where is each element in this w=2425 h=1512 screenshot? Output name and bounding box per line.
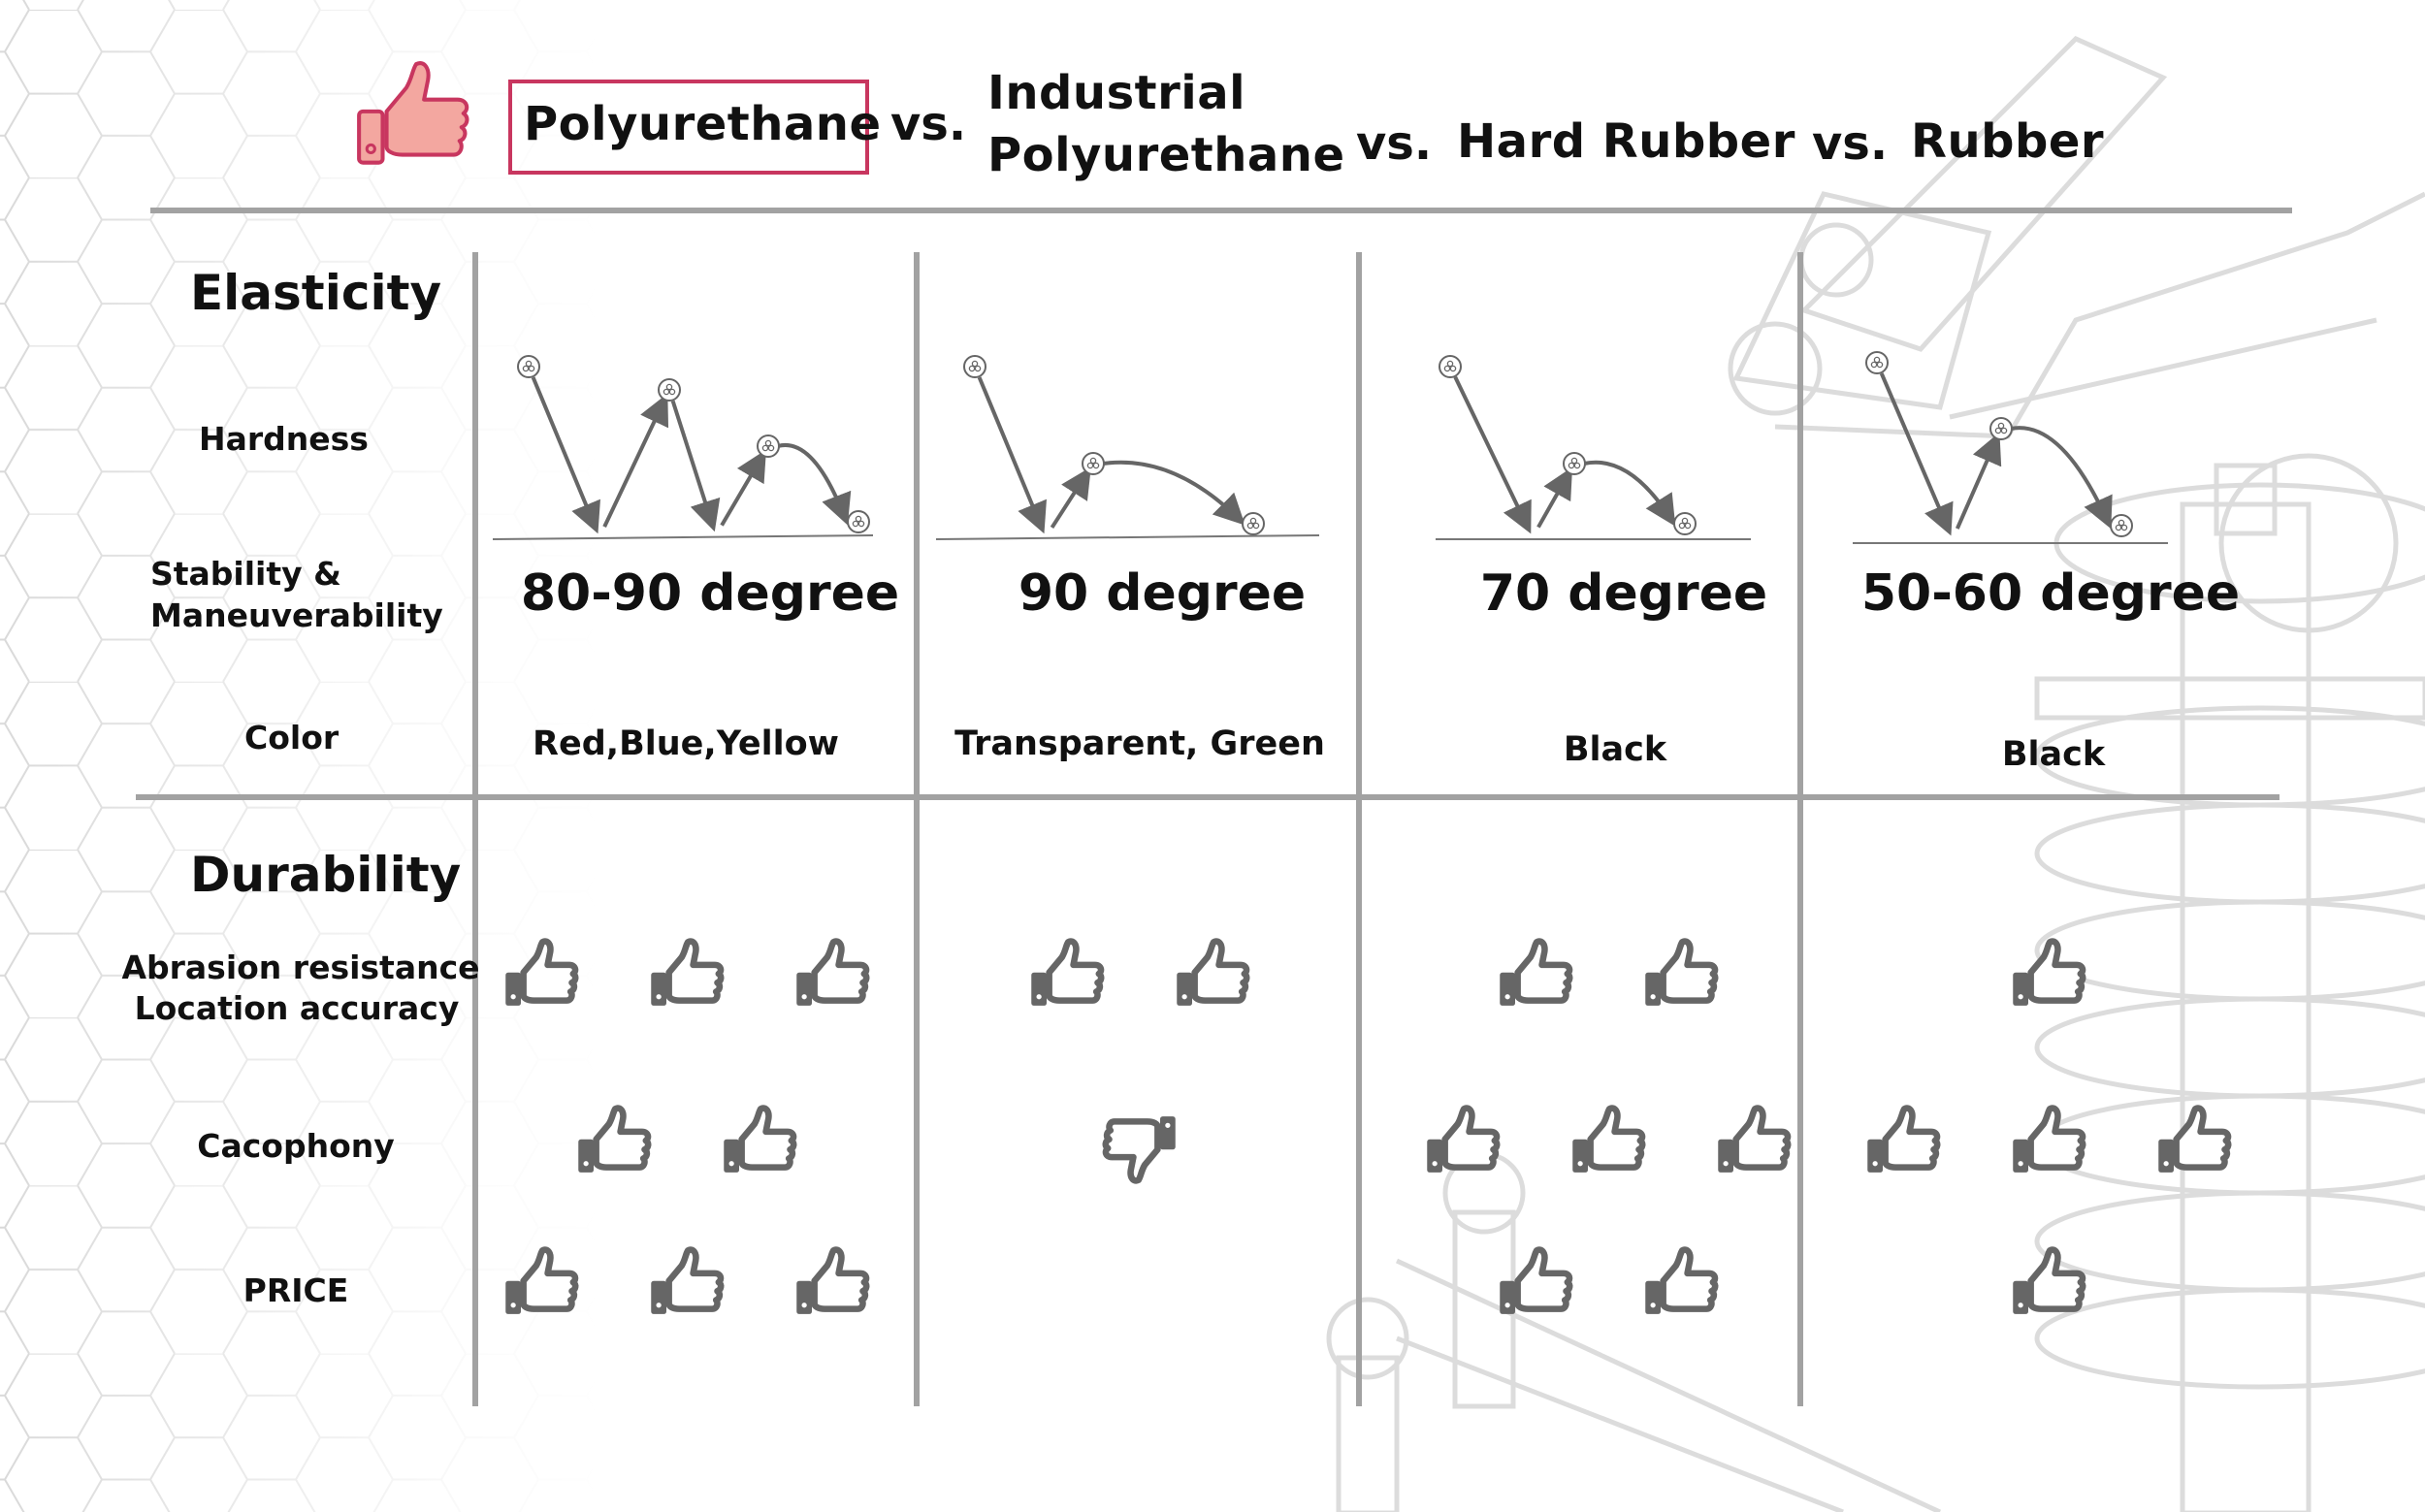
header-material-polyurethane: Polyurethane <box>524 97 882 151</box>
ball-icon <box>2110 514 2133 537</box>
arrow-icon <box>1536 466 1573 529</box>
ball-icon <box>1242 512 1265 535</box>
header-divider <box>150 208 2292 213</box>
row-label-abrasion: Abrasion resistance <box>121 949 480 986</box>
header-material-rubber: Rubber <box>1911 114 2105 169</box>
arrow-icon <box>1102 460 1245 526</box>
thumbs-up-icon <box>651 1246 725 1314</box>
row-label-color: Color <box>244 719 340 756</box>
arrow-icon <box>1879 372 1954 536</box>
header-material-industrial-line1: Industrial <box>987 66 1246 120</box>
column-divider <box>1797 252 1803 1406</box>
color-value: Black <box>1563 730 1667 769</box>
color-value: Red,Blue,Yellow <box>533 724 839 763</box>
vs-label: vs. <box>1356 116 1433 171</box>
bounce-diagram <box>492 355 874 540</box>
ball-icon <box>1082 452 1105 475</box>
row-label-maneuverability: Maneuverability <box>150 596 443 634</box>
ball-icon <box>1439 355 1462 378</box>
row-label-location: Location accuracy <box>134 989 460 1027</box>
thumbs-up-icon <box>724 1105 797 1173</box>
thumbs-up-icon <box>2013 1246 2086 1314</box>
hardness-value: 90 degree <box>1018 564 1307 623</box>
ground-line <box>935 534 1320 540</box>
thumbs-up-icon <box>2013 1105 2086 1173</box>
thumbs-up-icon <box>1718 1105 1792 1173</box>
thumbs-up-icon <box>1031 938 1105 1006</box>
thumbs-up-icon <box>1645 1246 1719 1314</box>
color-value: Transparent, Green <box>954 724 1325 763</box>
bounce-diagram <box>935 355 1320 540</box>
section-title-durability: Durability <box>190 847 462 903</box>
ball-icon <box>1989 417 2013 440</box>
vs-label: vs. <box>890 97 967 151</box>
header-material-hard-rubber: Hard Rubber <box>1457 114 1795 169</box>
thumbs-up-icon <box>1500 938 1573 1006</box>
section-divider <box>136 794 2280 800</box>
ball-icon <box>517 355 540 378</box>
header-material-industrial-line2: Polyurethane <box>987 128 1345 182</box>
hardness-value: 70 degree <box>1479 564 1768 623</box>
ball-icon <box>1865 351 1889 374</box>
bounce-diagram <box>1436 355 1751 540</box>
ball-icon <box>847 510 870 533</box>
ball-icon <box>1673 512 1697 535</box>
thumbs-up-icon <box>1867 1105 1941 1173</box>
thumbs-up-icon <box>1427 1105 1501 1173</box>
thumbs-up-icon <box>2158 1105 2232 1173</box>
arrow-icon <box>1050 466 1091 529</box>
arrow-icon <box>777 442 852 526</box>
arrow-icon <box>720 449 766 527</box>
hardness-value: 80-90 degree <box>520 564 900 623</box>
ball-icon <box>1563 452 1586 475</box>
thumbs-up-icon <box>505 938 579 1006</box>
arrow-icon <box>1453 375 1532 534</box>
thumbs-up-icon <box>578 1105 652 1173</box>
thumbs-up-icon <box>1645 938 1719 1006</box>
arrow-icon <box>1583 460 1676 527</box>
arrow-icon <box>2010 426 2113 530</box>
thumbs-up-icon <box>1572 1105 1646 1173</box>
thumbs-down-icon <box>1102 1116 1176 1184</box>
arrow-icon <box>670 400 721 532</box>
vs-label: vs. <box>1812 116 1889 171</box>
color-value: Black <box>2001 735 2106 774</box>
row-label-stability: Stability & <box>150 555 341 593</box>
arrow-icon <box>602 393 669 529</box>
column-divider <box>472 252 478 1406</box>
thumbs-up-icon <box>505 1246 579 1314</box>
arrow-icon <box>977 376 1047 534</box>
ball-icon <box>658 378 681 402</box>
ball-icon <box>757 434 780 458</box>
ball-icon <box>963 355 986 378</box>
section-title-elasticity: Elasticity <box>190 265 442 321</box>
thumbs-up-icon <box>2013 938 2086 1006</box>
column-divider <box>1356 252 1362 1406</box>
thumbs-up-icon <box>357 61 469 165</box>
thumbs-up-icon <box>1500 1246 1573 1314</box>
bounce-diagram <box>1853 351 2168 544</box>
ground-line <box>492 534 874 540</box>
column-divider <box>914 252 920 1406</box>
thumbs-up-icon <box>1177 938 1250 1006</box>
hardness-value: 50-60 degree <box>1860 564 2241 623</box>
row-label-hardness: Hardness <box>199 420 369 458</box>
thumbs-up-icon <box>796 1246 870 1314</box>
thumbs-up-icon <box>796 938 870 1006</box>
highlight-box <box>508 80 869 175</box>
row-label-cacophony: Cacophony <box>197 1127 395 1165</box>
arrow-icon <box>531 376 600 534</box>
row-label-price: PRICE <box>242 1271 349 1309</box>
arrow-icon <box>1955 432 2002 530</box>
thumbs-up-icon <box>651 938 725 1006</box>
